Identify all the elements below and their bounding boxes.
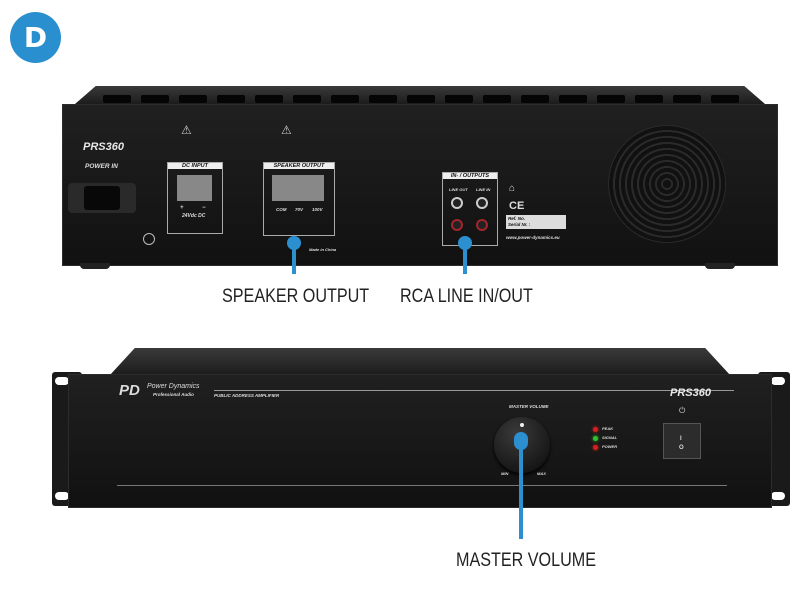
speaker-terminal[interactable] bbox=[272, 175, 324, 201]
foot bbox=[705, 263, 735, 269]
vent-slot bbox=[445, 95, 473, 103]
vent-slot bbox=[103, 95, 131, 103]
knob-min: MIN bbox=[501, 471, 509, 476]
switch-off: O bbox=[679, 445, 684, 451]
power-inlet[interactable] bbox=[68, 183, 136, 213]
speaker-output-box: SPEAKER OUTPUT COM 70V 100V bbox=[263, 162, 335, 236]
vent-slot bbox=[635, 95, 663, 103]
vent-slot bbox=[179, 95, 207, 103]
ref-label: Ref. No. bbox=[508, 216, 526, 221]
foot bbox=[80, 263, 110, 269]
callout-line-volume bbox=[519, 446, 523, 539]
terminal-70v: 70V bbox=[295, 207, 304, 212]
vent-slot bbox=[483, 95, 511, 103]
vent-slot bbox=[597, 95, 625, 103]
led-indicator bbox=[593, 436, 598, 441]
brand-logo: PD bbox=[119, 382, 140, 399]
vent-slot bbox=[407, 95, 435, 103]
rack-slot bbox=[771, 377, 785, 385]
warning-shock-icon: ⚠ bbox=[181, 123, 192, 137]
serial-label: Serial Nr. : bbox=[508, 222, 531, 227]
led-indicator bbox=[593, 445, 598, 450]
rca-line-out-right[interactable] bbox=[451, 219, 463, 231]
front-model: PRS360 bbox=[670, 387, 711, 399]
dc-input-title: DC INPUT bbox=[168, 163, 222, 169]
power-switch[interactable]: I O bbox=[663, 423, 701, 459]
rca-line-in-left[interactable] bbox=[476, 197, 488, 209]
knob-max: MAX bbox=[537, 471, 546, 476]
brand-name: Power Dynamics bbox=[147, 383, 200, 390]
line-in-label: LINE IN bbox=[476, 187, 491, 192]
led-label: SIGNAL bbox=[602, 435, 618, 440]
vent-slot bbox=[711, 95, 739, 103]
vent-slot bbox=[141, 95, 169, 103]
divider bbox=[214, 390, 734, 391]
callout-dot-speaker bbox=[287, 236, 301, 250]
callout-rca: RCA LINE IN/OUT bbox=[400, 286, 533, 307]
ref-label-box: Ref. No. Serial Nr. : bbox=[506, 215, 566, 229]
dc-terminal[interactable] bbox=[177, 175, 212, 201]
vent-slot bbox=[559, 95, 587, 103]
section-badge: D bbox=[10, 12, 61, 63]
rack-slot bbox=[55, 492, 69, 500]
vent-slot bbox=[331, 95, 359, 103]
power-icon: ⏻ bbox=[679, 406, 686, 415]
callout-dot-rca bbox=[458, 236, 472, 250]
led-label: POWER bbox=[602, 444, 618, 449]
dc-voltage: 24Vdc DC bbox=[182, 213, 206, 219]
vent-slot bbox=[255, 95, 283, 103]
amplifier-back-panel: PRS360 POWER IN ⚠ ⚠ DC INPUT + − 24Vdc D… bbox=[62, 95, 778, 266]
callout-line-speaker bbox=[292, 244, 296, 274]
rack-slot bbox=[771, 492, 785, 500]
led-label: PEAK bbox=[602, 426, 614, 431]
vent-slot bbox=[369, 95, 397, 103]
dc-plus: + bbox=[180, 205, 184, 211]
dc-minus: − bbox=[202, 205, 206, 211]
power-in-label: POWER IN bbox=[85, 163, 118, 170]
vent-slot bbox=[293, 95, 321, 103]
terminal-com: COM bbox=[276, 207, 287, 212]
switch-on: I bbox=[680, 436, 682, 442]
website: www.power-dynamics.eu bbox=[506, 235, 560, 240]
dc-input-box: DC INPUT + − 24Vdc DC bbox=[167, 162, 223, 234]
back-model: PRS360 bbox=[83, 141, 124, 153]
made-in: Made in China bbox=[309, 247, 337, 252]
io-title: IN- / OUTPUTS bbox=[443, 173, 497, 179]
amplifier-front-panel: PD Power Dynamics Professional Audio PUB… bbox=[68, 374, 772, 508]
callout-speaker-output: SPEAKER OUTPUT bbox=[222, 286, 370, 307]
power-socket bbox=[84, 186, 120, 210]
rca-line-out-left[interactable] bbox=[451, 197, 463, 209]
knob-indicator bbox=[520, 423, 524, 427]
divider bbox=[117, 485, 727, 486]
speaker-output-title: SPEAKER OUTPUT bbox=[264, 163, 334, 169]
rack-slot bbox=[55, 377, 69, 385]
vent-slot bbox=[521, 95, 549, 103]
vent-slot bbox=[217, 95, 245, 103]
led-indicator bbox=[593, 427, 598, 432]
badge-letter: D bbox=[23, 21, 48, 54]
warning-icon: ⚠ bbox=[281, 123, 292, 137]
line-out-label: LINE OUT bbox=[449, 187, 468, 192]
cooling-fan bbox=[608, 125, 726, 243]
callout-dot-volume bbox=[514, 432, 528, 450]
terminal-100v: 100V bbox=[312, 207, 323, 212]
callout-line-rca bbox=[463, 244, 467, 274]
house-icon: ⌂ bbox=[509, 183, 516, 194]
io-box: IN- / OUTPUTS LINE OUT LINE IN bbox=[442, 172, 498, 246]
ground-icon bbox=[143, 233, 155, 245]
ce-mark: CE bbox=[509, 200, 525, 212]
brand-sub: Professional Audio bbox=[153, 392, 194, 397]
callout-master-volume: MASTER VOLUME bbox=[456, 550, 596, 571]
product-type: PUBLIC ADDRESS AMPLIFIER bbox=[214, 393, 280, 398]
knob-label: MASTER VOLUME bbox=[509, 404, 549, 409]
rca-line-in-right[interactable] bbox=[476, 219, 488, 231]
vent-slot bbox=[673, 95, 701, 103]
front-lid bbox=[110, 348, 730, 375]
